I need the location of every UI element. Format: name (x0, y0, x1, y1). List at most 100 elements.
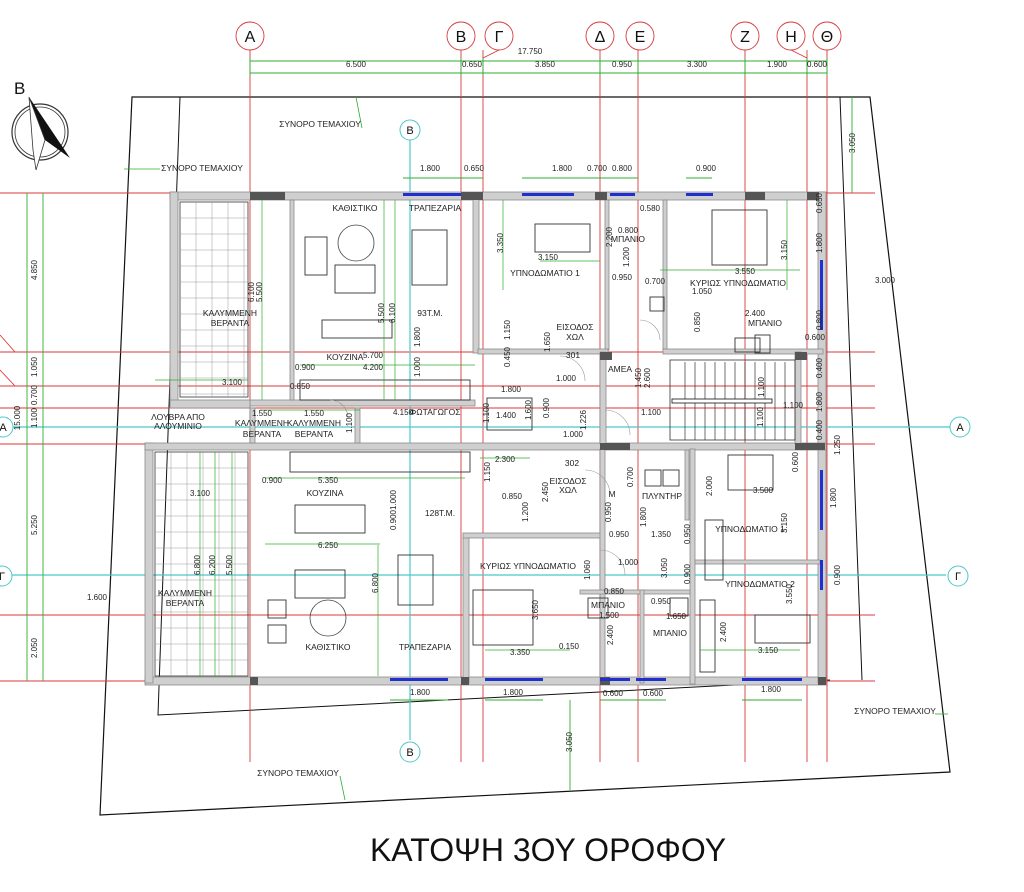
bed (534, 223, 591, 253)
dimension-label: 3.150 (758, 646, 779, 655)
dimension-lines (26, 58, 948, 801)
dimension-label: 1.000 (389, 489, 398, 510)
dimension-label: 6.250 (318, 541, 339, 550)
window (600, 678, 630, 681)
dimension-label: 0.950 (683, 523, 692, 544)
dimension-label: 1.650 (666, 612, 687, 621)
dimension-label: 0.700 (30, 384, 39, 405)
toilet (669, 597, 689, 617)
dimension-label: 6.200 (208, 554, 217, 575)
dimension-label: 4.200 (363, 363, 384, 372)
dimension-label: 5.500 (225, 554, 234, 575)
dimension-label: 0.600 (807, 60, 828, 69)
room-label: ΤΡΑΠΕΖΑΡΙΑ (409, 203, 462, 213)
drawing-title: ΚΑΤΟΨΗ 3ΟΥ ΟΡΟΦΟΥ (370, 832, 726, 868)
dimension-label: 1.500 (599, 611, 620, 620)
dimension-label: 6.100 (388, 302, 397, 323)
dimension-label: 1.600 (87, 593, 108, 602)
dimension-label: 0.850 (502, 492, 523, 501)
door-swing (639, 319, 661, 341)
section-marker-label: Β (406, 747, 413, 759)
dimension-label: 1.800 (501, 385, 522, 394)
wall (694, 559, 821, 565)
kitchen-island (321, 319, 393, 339)
dimension-label: 4.850 (30, 259, 39, 280)
column (795, 352, 807, 360)
wall (472, 192, 480, 354)
room-label: 128Τ.Μ. (425, 508, 455, 518)
column (461, 192, 483, 200)
dimension-label: 6.100 (247, 281, 256, 302)
dimension-label: 0.650 (464, 164, 485, 173)
dimension-label: 1.550 (252, 409, 273, 418)
window (820, 470, 823, 530)
dimension-label: 1.400 (496, 411, 517, 420)
room-label: ΚΑΛΥΜΜΕΝΗ (287, 418, 341, 428)
dimension-label: 0.600 (791, 451, 800, 472)
room-label: ΚΑΘΙΣΤΙΚΟ (306, 642, 351, 652)
room-label: ΜΠΑΝΙΟ (748, 318, 782, 328)
section-marker-label: Α (0, 422, 7, 434)
wall (604, 199, 610, 351)
dimension-label: 17.750 (518, 47, 543, 56)
north-arrow-icon: Β (11, 79, 70, 171)
room-label: ΑΜΕΑ (608, 364, 632, 374)
dimension-label: 1.100 (641, 408, 662, 417)
wall (579, 589, 691, 595)
door-swing (329, 399, 349, 419)
wall (289, 199, 295, 401)
room-label: ΠΛΥΝΤΗΡ (642, 491, 682, 501)
boundary-leader (339, 775, 346, 801)
dimension-label: 0.800 (815, 309, 824, 330)
door-swing (599, 549, 626, 576)
room-label: 301 (566, 350, 580, 360)
room-label: ΕΙΣΟΔΟΣ (556, 322, 593, 332)
boundary-label: ΣΥΝΟΡΟ ΤΕΜΑΧΙΟΥ (161, 163, 243, 173)
room-label: ΚΥΡΙΩΣ ΥΠΝΟΔΩΜΑΤΙΟ (690, 278, 786, 288)
dimension-label: 2.400 (745, 309, 766, 318)
dimension-label: 1.800 (639, 506, 648, 527)
room-label: ΑΛΟΥΜΙΝΙΟ (154, 421, 202, 431)
dimension-label: 4.150 (393, 408, 414, 417)
dimension-label: 1.800 (410, 688, 431, 697)
grid-bubble (730, 21, 760, 51)
kitchen-island (294, 504, 366, 534)
dimension-label: 2.400 (606, 624, 615, 645)
washer (649, 296, 665, 312)
dimension-label: 1.800 (503, 688, 524, 697)
dimension-label: 6.500 (346, 60, 367, 69)
kitchen-counter (299, 379, 471, 401)
room-label: ΥΠΝΟΔΩΜΑΤΙΟ 1 (510, 268, 580, 278)
sofa (294, 569, 346, 599)
section-marker-label: Γ (0, 571, 5, 583)
dimension-label: 2.300 (495, 455, 516, 464)
grid-label-4: Ε (635, 29, 646, 46)
window (820, 560, 823, 590)
dimension-label: 2.000 (705, 475, 714, 496)
room-label: 93Τ.Μ. (417, 308, 443, 318)
window (742, 678, 802, 681)
grid-leader (0, 369, 16, 387)
grid-leader (0, 334, 16, 353)
bed (727, 454, 774, 491)
dimension-label: 5.350 (318, 476, 339, 485)
room-label: ΚΑΛΥΜΜΕΝΗ (235, 418, 289, 428)
room-label: ΦΩΤΑΓΩΓΟΣ (410, 407, 461, 417)
dimension-label: 0.700 (645, 277, 666, 286)
section-marker (399, 741, 421, 763)
dimension-label: 1.100 (756, 406, 765, 427)
section-marker (0, 416, 14, 438)
dimension-label: 5.500 (377, 302, 386, 323)
dryer (662, 469, 680, 487)
grid-leader (482, 49, 500, 62)
dimension-label: 1.100 (757, 376, 766, 397)
door-swing (604, 409, 631, 436)
grid-label-6: Η (785, 29, 797, 46)
dimension-label: 3.050 (660, 557, 669, 578)
coffee-table (309, 599, 347, 637)
dimension-label: 5.700 (363, 351, 384, 360)
dimension-label: 0.900 (833, 564, 842, 585)
bed (754, 614, 811, 644)
dimension-label: 1.650 (543, 331, 552, 352)
wall (462, 532, 604, 539)
